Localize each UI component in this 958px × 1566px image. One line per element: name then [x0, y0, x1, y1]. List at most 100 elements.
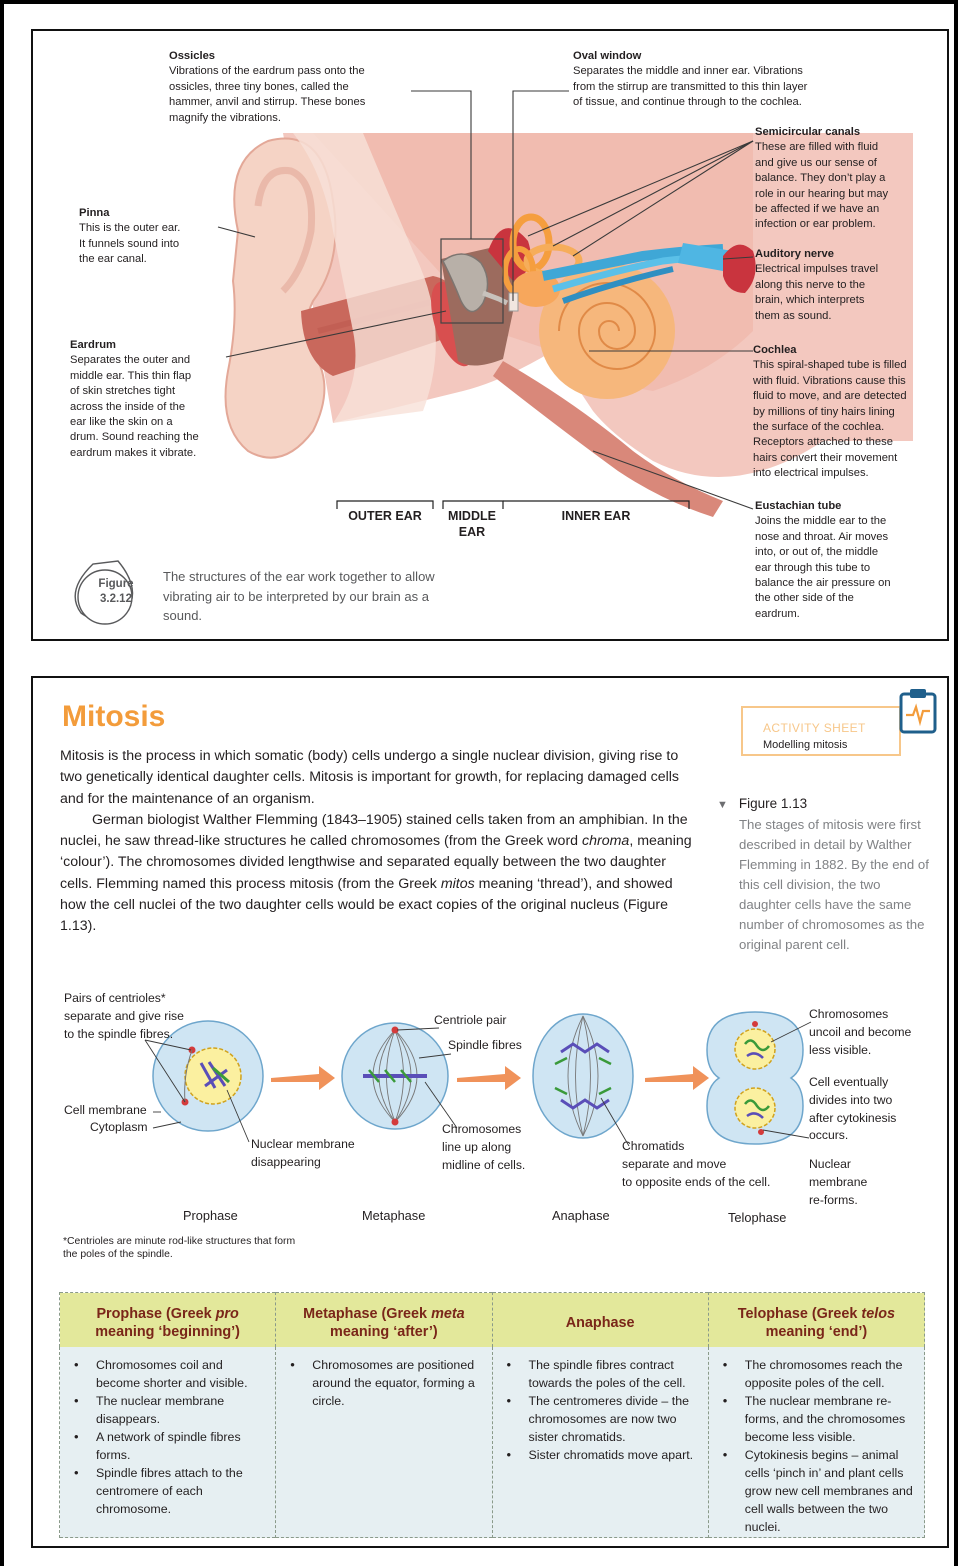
label-centriole-pair: Centriole pair [434, 1012, 506, 1030]
label-pinna: Pinna This is the outer ear.It funnels s… [79, 206, 239, 268]
label-nuclear-membrane-disappearing: Nuclear membrane disappearing [251, 1136, 355, 1172]
figure-1-13-caption: The stages of mitosis were first describ… [739, 815, 931, 955]
zone-outer-ear: OUTER EAR [333, 508, 437, 524]
label-line: Vibrations of the eardrum pass onto the [169, 64, 429, 79]
label-chromatids-separate: Chromatids separate and move to opposite… [622, 1138, 770, 1191]
label-line: drum. Sound reaching the [70, 430, 240, 445]
list-item: The spindle fibres contract towards the … [505, 1356, 700, 1392]
list-item: The chromosomes reach the opposite poles… [721, 1356, 916, 1392]
label-line: brain, which interprets [755, 293, 935, 308]
label-cell-membrane: Cell membrane [64, 1102, 147, 1120]
label-line: eardrum makes it vibrate. [70, 446, 240, 461]
label-line: nose and throat. Air moves [755, 530, 935, 545]
header-text-a: Anaphase [566, 1315, 635, 1331]
label-line: eardrum. [755, 607, 935, 622]
label-spindle-fibres: Spindle fibres [448, 1037, 522, 1055]
label-line: balance the air pressure on [755, 576, 935, 591]
list-item: Spindle fibres attach to the centromere … [72, 1464, 267, 1518]
label-cochlea: Cochlea This spiral-shaped tube is fille… [753, 343, 943, 482]
label-line: role in our hearing but may [755, 187, 935, 202]
label-line: the surface of the cochlea. [753, 420, 943, 435]
figure-1-13-title-text: Figure 1.13 [739, 796, 807, 811]
table-header: Prophase (Greek pro meaning ‘beginning’) [60, 1293, 276, 1347]
label-chromosomes-uncoil: Chromosomes uncoil and become less visib… [809, 1006, 911, 1059]
phase-label-metaphase: Metaphase [362, 1208, 425, 1223]
label-cytoplasm: Cytoplasm [90, 1119, 148, 1137]
label-nuclear-membrane-reforms: Nuclear membrane re-forms. [809, 1156, 867, 1209]
oval-window-title: Oval window [573, 49, 873, 64]
intro-p2-italic-mitos: mitos [441, 876, 475, 892]
header-text-a: Prophase (Greek [96, 1306, 215, 1322]
label-line: and give us our sense of [755, 156, 935, 171]
zone-inner-ear: INNER EAR [503, 508, 689, 524]
ossicles-title: Ossicles [169, 49, 429, 64]
list-item: The nuclear membrane disappears. [72, 1392, 267, 1428]
intro-text: Mitosis is the process in which somatic … [60, 746, 700, 938]
label-line: from the stirrup are transmitted to this… [573, 80, 873, 95]
figure-1-13-title: ▼Figure 1.13 [739, 794, 931, 815]
label-line: along this nerve to the [755, 278, 935, 293]
label-line: Separates the outer and [70, 353, 240, 368]
list-item: Chromosomes coil and become shorter and … [72, 1356, 267, 1392]
label-line: across the inside of the [70, 400, 240, 415]
label-eustachian-tube: Eustachian tube Joins the middle ear to … [755, 499, 935, 622]
label-line: into electrical impulses. [753, 466, 943, 481]
eardrum-title: Eardrum [70, 338, 240, 353]
label-line: magnify the vibrations. [169, 111, 429, 126]
header-text-a: Telophase (Greek [738, 1306, 862, 1322]
label-line: be affected if we have an [755, 202, 935, 217]
table-cell: Chromosomes are positioned around the eq… [276, 1347, 492, 1538]
label-auditory-nerve: Auditory nerve Electrical impulses trave… [755, 247, 935, 324]
ossicles-text: Vibrations of the eardrum pass onto theo… [169, 64, 429, 126]
activity-sheet-heading: ACTIVITY SHEET [763, 721, 866, 735]
label-line: This is the outer ear. [79, 221, 239, 236]
label-line: ear like the skin on a [70, 415, 240, 430]
label-line: Joins the middle ear to the [755, 514, 935, 529]
table-row: Chromosomes coil and become shorter and … [60, 1347, 925, 1538]
label-line: ossicles, three tiny bones, called the [169, 80, 429, 95]
intro-paragraph-2: German biologist Walther Flemming (1843–… [60, 810, 700, 938]
label-line: These are filled with fluid [755, 140, 935, 155]
zone-middle-ear: MIDDLE EAR [437, 508, 507, 540]
list-item: The centromeres divide – the chromosomes… [505, 1392, 700, 1446]
label-line: balance. They don’t play a [755, 171, 935, 186]
label-ossicles: Ossicles Vibrations of the eardrum pass … [169, 49, 429, 126]
label-line: It funnels sound into [79, 237, 239, 252]
activity-sheet-sub: Modelling mitosis [763, 739, 847, 751]
list-item: Chromosomes are positioned around the eq… [288, 1356, 483, 1410]
semicircular-title: Semicircular canals [755, 125, 935, 140]
pinna-text: This is the outer ear.It funnels sound i… [79, 221, 239, 267]
label-line: fluid to move, and are detected [753, 389, 943, 404]
label-line: ear through this tube to [755, 561, 935, 576]
label-line: Electrical impulses travel [755, 262, 935, 277]
list-item: The nuclear membrane re-forms, and the c… [721, 1392, 916, 1446]
phase-label-prophase: Prophase [183, 1208, 238, 1223]
header-text-i: meta [431, 1306, 465, 1322]
footnote: *Centrioles are minute rod-like structur… [63, 1235, 303, 1261]
label-line: Receptors attached to these [753, 435, 943, 450]
header-text-b: meaning ‘beginning’) [95, 1324, 240, 1340]
phases-table: Prophase (Greek pro meaning ‘beginning’)… [59, 1292, 925, 1538]
label-line: the ear canal. [79, 252, 239, 267]
label-line: infection or ear problem. [755, 217, 935, 232]
label-line: the other side of the [755, 591, 935, 606]
activity-sheet-box[interactable]: ACTIVITY SHEET Modelling mitosis [741, 706, 901, 756]
eustachian-title: Eustachian tube [755, 499, 935, 514]
table-header-row: Prophase (Greek pro meaning ‘beginning’)… [60, 1293, 925, 1347]
label-line: by millions of tiny hairs lining [753, 405, 943, 420]
clipboard-icon [899, 688, 937, 734]
label-line: This spiral-shaped tube is filled [753, 358, 943, 373]
ear-figure-panel: Ossicles Vibrations of the eardrum pass … [31, 29, 949, 641]
label-semicircular-canals: Semicircular canals These are filled wit… [755, 125, 935, 233]
cochlea-title: Cochlea [753, 343, 943, 358]
label-line: hairs convert their movement [753, 451, 943, 466]
oval-window-text: Separates the middle and inner ear. Vibr… [573, 64, 873, 110]
label-line: with fluid. Vibrations cause this [753, 374, 943, 389]
pinna-title: Pinna [79, 206, 239, 221]
header-text-i: pro [216, 1306, 239, 1322]
